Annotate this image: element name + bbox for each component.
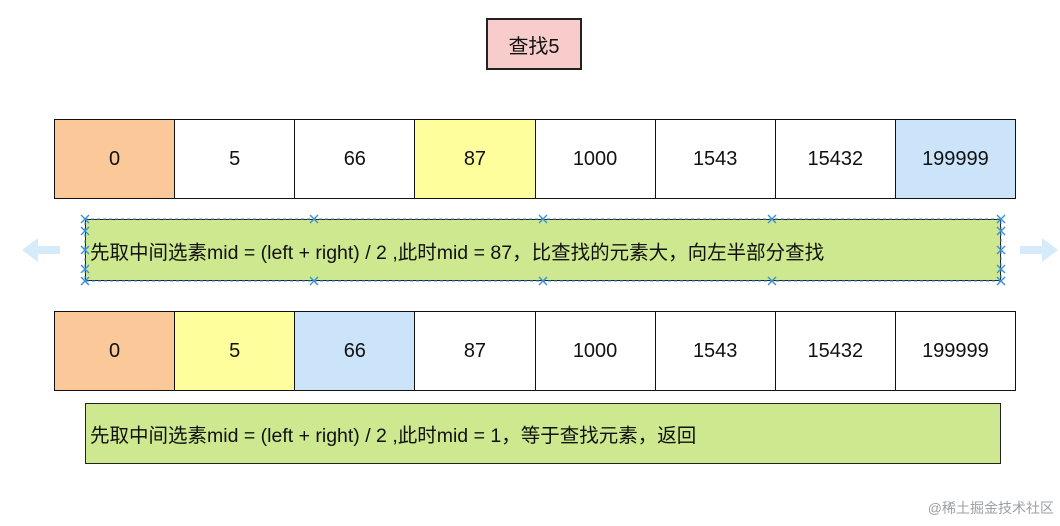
array-cell: 1000 xyxy=(535,312,656,390)
watermark: @稀土掘金技术社区 xyxy=(927,500,1054,516)
array-cell: 199999 xyxy=(895,312,1015,390)
array-cell: 5 xyxy=(175,120,296,198)
title-box: 查找5 xyxy=(486,18,582,70)
array-cell: 0 xyxy=(55,312,176,390)
array-cell: 199999 xyxy=(895,120,1015,198)
array-row-1: 0 5 66 87 1000 1543 15432 199999 xyxy=(54,119,1016,199)
array-cell: 15432 xyxy=(775,312,896,390)
array-cell: 1543 xyxy=(655,312,776,390)
array-cell: 1000 xyxy=(535,120,656,198)
note-step-2: 先取中间选素mid = (left + right) / 2 ,此时mid = … xyxy=(85,403,1001,464)
note-step-1[interactable]: 先取中间选素mid = (left + right) / 2 ,此时mid = … xyxy=(85,219,1001,281)
array-cell: 5 xyxy=(175,312,296,390)
array-cell: 1543 xyxy=(655,120,776,198)
array-cell: 66 xyxy=(295,312,416,390)
array-cell: 0 xyxy=(55,120,176,198)
array-cell: 87 xyxy=(415,120,536,198)
array-row-2: 0 5 66 87 1000 1543 15432 199999 xyxy=(54,311,1016,391)
array-cell: 87 xyxy=(415,312,536,390)
array-cell: 66 xyxy=(295,120,416,198)
array-cell: 15432 xyxy=(775,120,896,198)
left-arrow-icon xyxy=(22,238,60,262)
right-arrow-icon xyxy=(1020,238,1058,262)
